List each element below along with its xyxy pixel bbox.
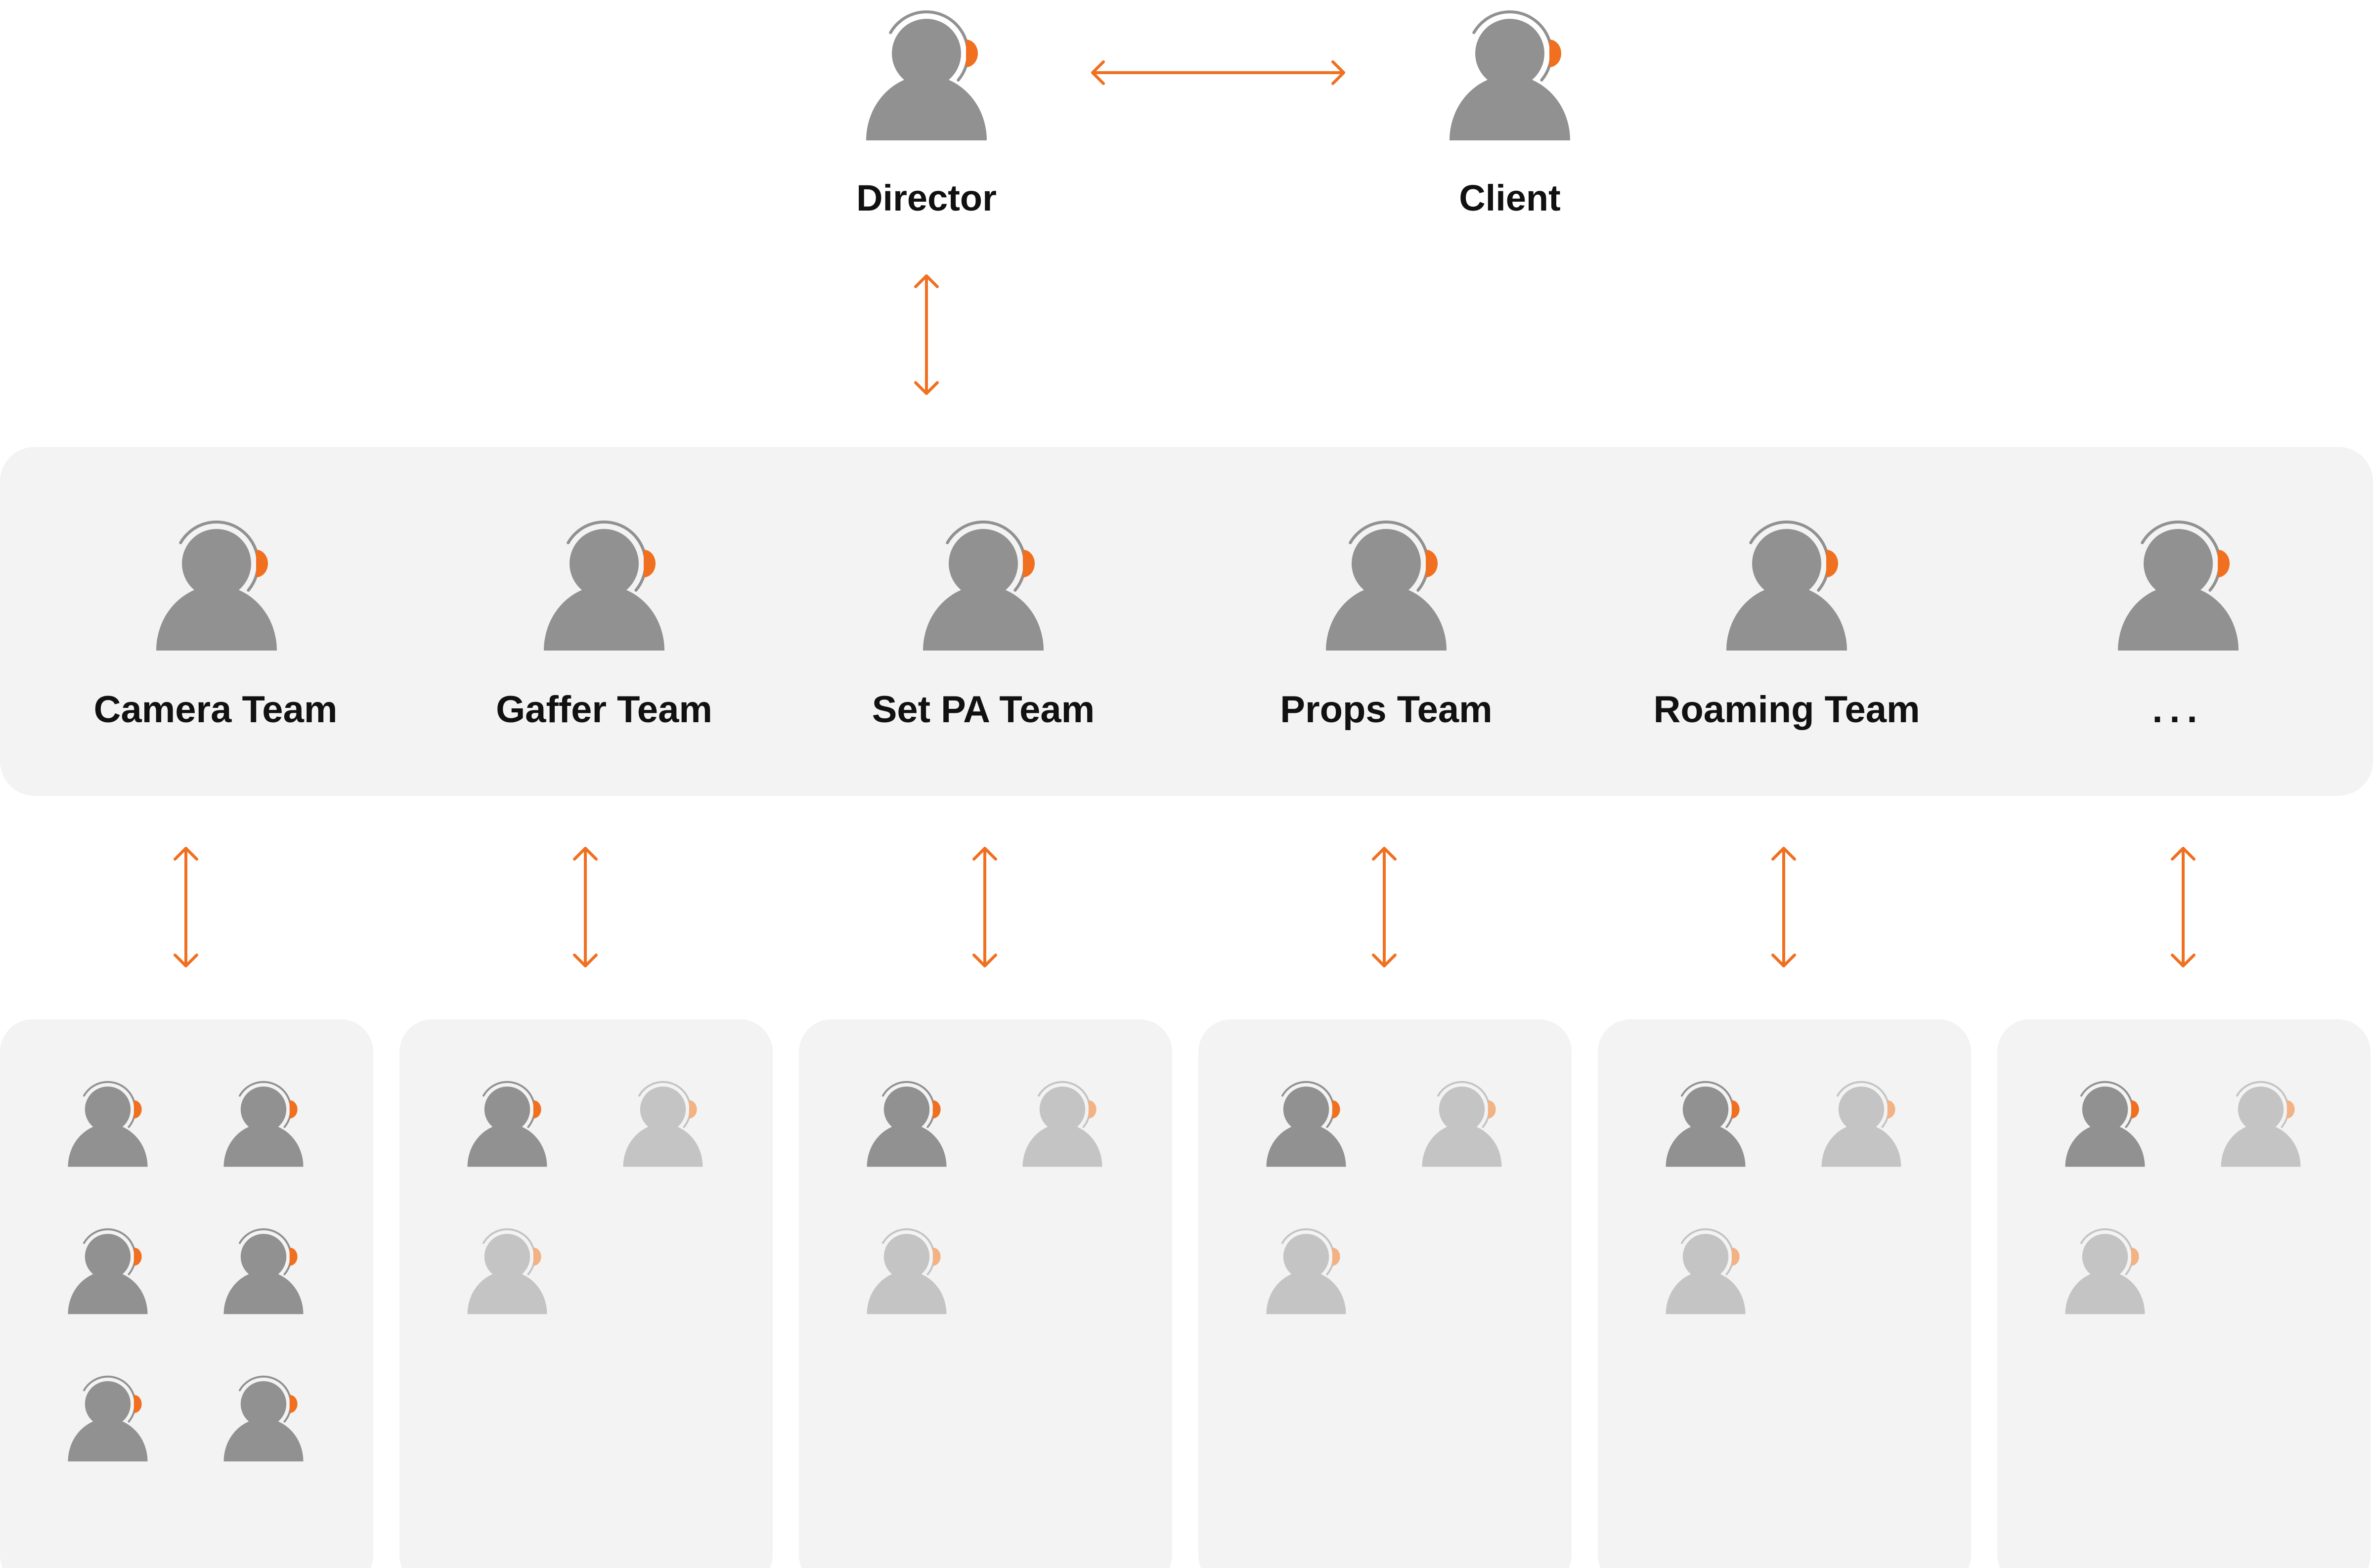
client-label: Client <box>1459 177 1561 218</box>
team-gaffer-members-arrow <box>573 847 598 967</box>
member-camera-6-icon <box>223 1375 304 1462</box>
team-people <box>156 521 2239 651</box>
team-props-icon <box>1326 521 1447 651</box>
member-props-1-icon <box>1266 1081 1346 1167</box>
member-camera-4-icon <box>223 1228 304 1314</box>
member-people <box>68 1081 2301 1462</box>
team-gaffer-icon <box>544 521 664 651</box>
member-camera-1-icon <box>68 1081 148 1167</box>
member-set-pa-1-icon <box>867 1081 947 1167</box>
team-roaming-icon <box>1726 521 1847 651</box>
member-roaming-2-icon <box>1821 1081 1901 1167</box>
director-icon <box>866 10 987 140</box>
arrows-layer <box>174 60 2196 967</box>
member-gaffer-3-icon <box>467 1228 547 1314</box>
members-panel-roaming <box>1598 1019 1971 1568</box>
team-roaming-members-arrow <box>1771 847 1796 967</box>
member-set-pa-2-icon <box>1022 1081 1102 1167</box>
team-label-roaming: Roaming Team <box>1653 689 1920 731</box>
members-panel-gaffer <box>399 1019 773 1568</box>
team-label-gaffer: Gaffer Team <box>496 689 712 731</box>
team-set-pa-icon <box>923 521 1044 651</box>
team-label-props: Props Team <box>1280 689 1492 731</box>
team-label-set-pa: Set PA Team <box>872 689 1095 731</box>
top-people <box>866 10 1570 140</box>
teams-panel <box>0 447 2373 796</box>
member-camera-5-icon <box>68 1375 148 1462</box>
members-panel-more <box>1997 1019 2371 1568</box>
member-props-3-icon <box>1266 1228 1346 1314</box>
client-headset-icon <box>1450 10 1570 140</box>
member-gaffer-1-icon <box>467 1081 547 1167</box>
team-camera-members-arrow <box>174 847 198 967</box>
member-camera-3-icon <box>68 1228 148 1314</box>
team-more-icon <box>2118 521 2239 651</box>
members-panel-camera <box>0 1019 373 1568</box>
member-more-3-icon <box>2065 1228 2145 1314</box>
member-roaming-3-icon <box>1666 1228 1746 1314</box>
team-label-camera: Camera Team <box>94 689 338 731</box>
director-label: Director <box>856 177 997 218</box>
director-client-arrow <box>1091 60 1345 85</box>
member-gaffer-2-icon <box>623 1081 703 1167</box>
team-camera-icon <box>156 521 277 651</box>
team-label-more: ... <box>2152 689 2204 731</box>
member-more-1-icon <box>2065 1081 2145 1167</box>
director-headset-icon <box>866 10 987 140</box>
member-set-pa-3-icon <box>867 1228 947 1314</box>
director-teams-arrow <box>914 274 939 395</box>
member-roaming-1-icon <box>1666 1081 1746 1167</box>
members-panel-props <box>1198 1019 1572 1568</box>
team-labels: Camera Team Gaffer Team Set PA Team Prop… <box>94 689 2204 731</box>
member-camera-2-icon <box>223 1081 304 1167</box>
team-more-members-arrow <box>2171 847 2196 967</box>
team-props-members-arrow <box>1372 847 1397 967</box>
members-panel-set-pa <box>799 1019 1172 1568</box>
member-panels <box>0 1019 2371 1568</box>
member-more-2-icon <box>2221 1081 2301 1167</box>
team-set-pa-members-arrow <box>972 847 997 967</box>
client-icon <box>1450 10 1570 140</box>
member-props-2-icon <box>1422 1081 1502 1167</box>
